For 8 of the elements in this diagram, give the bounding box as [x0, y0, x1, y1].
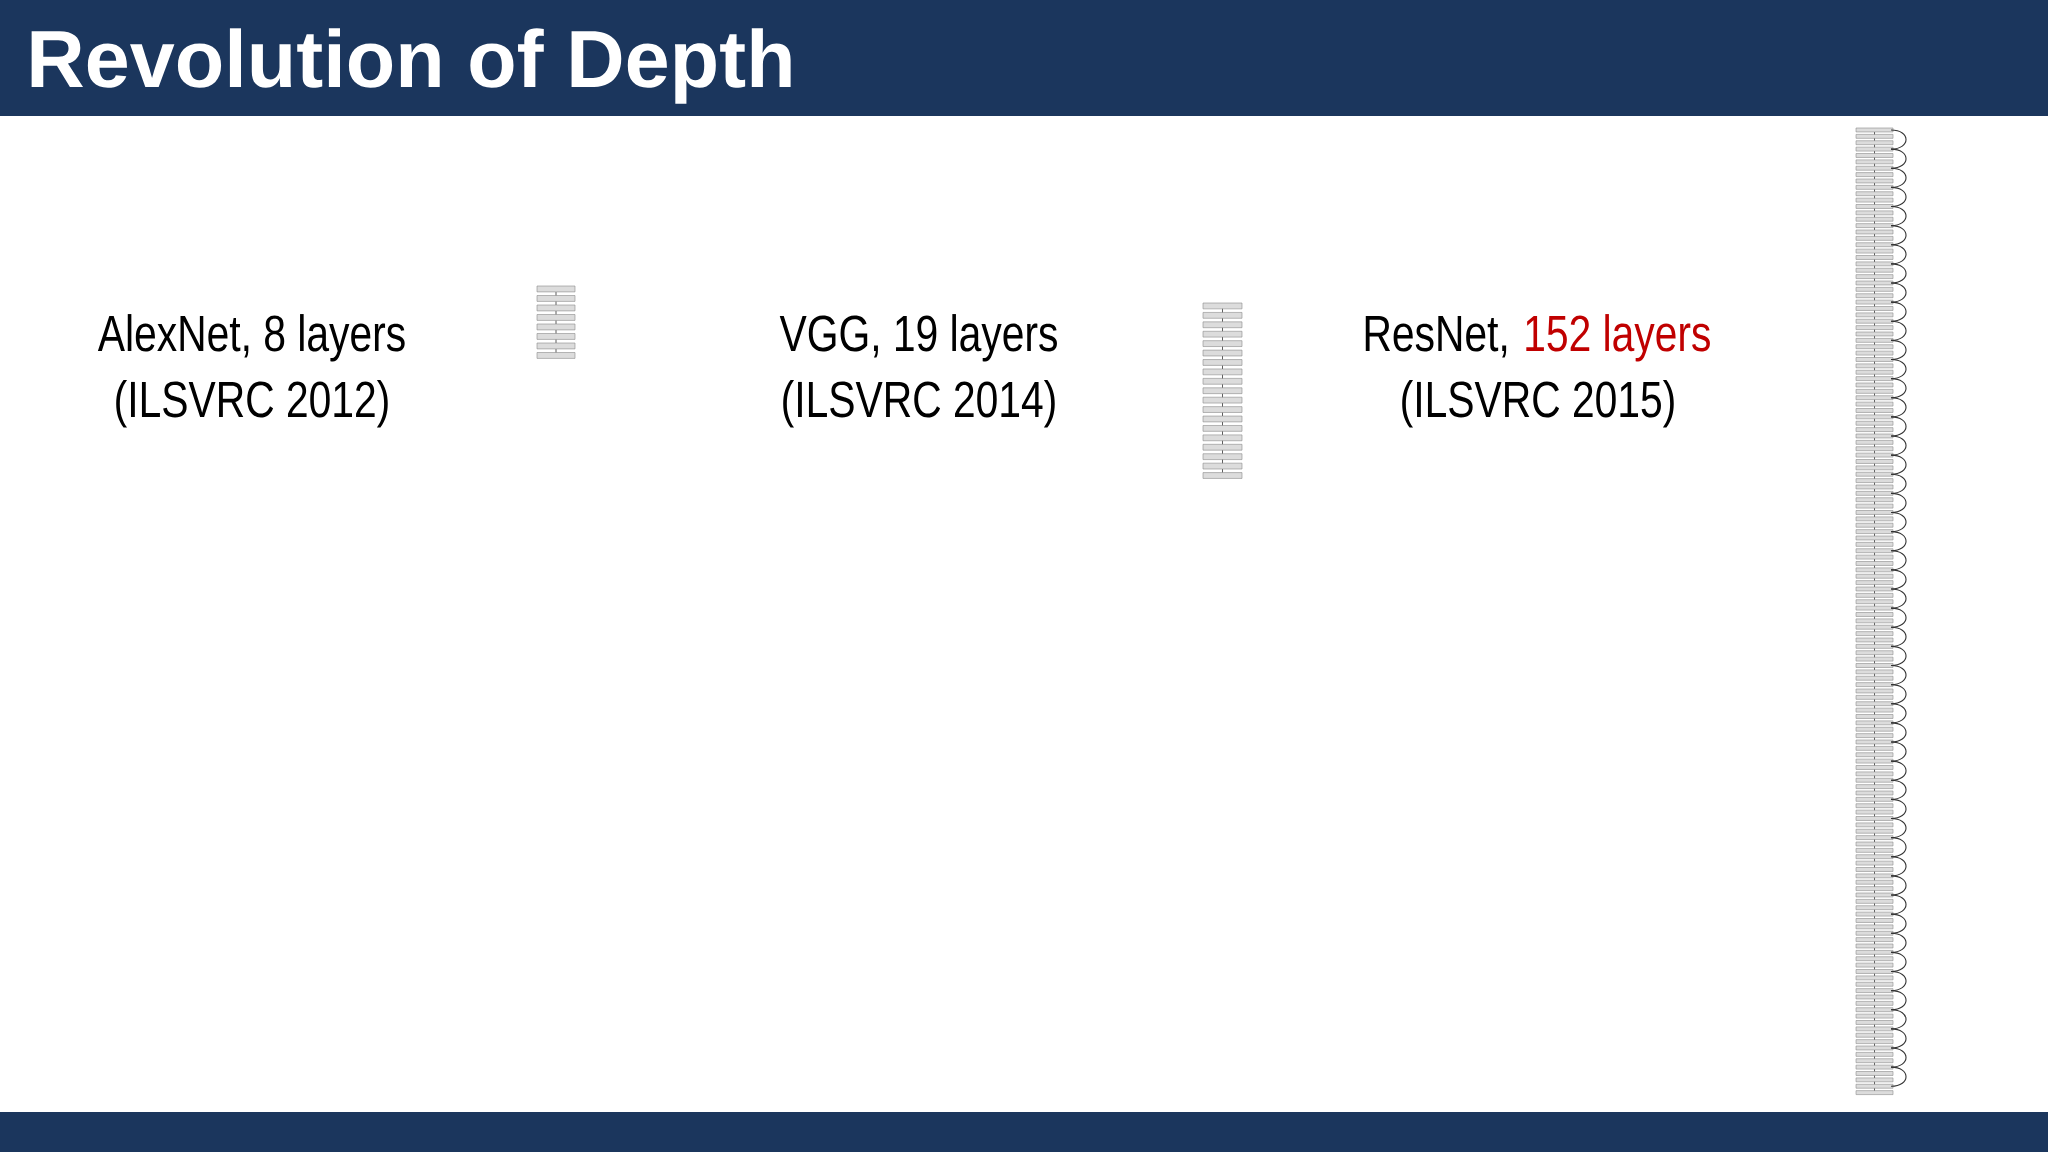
network-label: (ILSVRC 2012) [116, 380, 388, 428]
network-label: (ILSVRC 2014) [783, 380, 1055, 428]
network-label: (ILSVRC 2015) [1402, 380, 1674, 428]
network-label: ResNet, [1365, 315, 1507, 358]
network-label: 152 layers [1526, 314, 1710, 362]
slide-title: Revolution of Depth [31, 28, 791, 104]
network-label: AlexNet, 8 layers [97, 314, 405, 362]
network-label: VGG, 19 layers [779, 314, 1057, 362]
